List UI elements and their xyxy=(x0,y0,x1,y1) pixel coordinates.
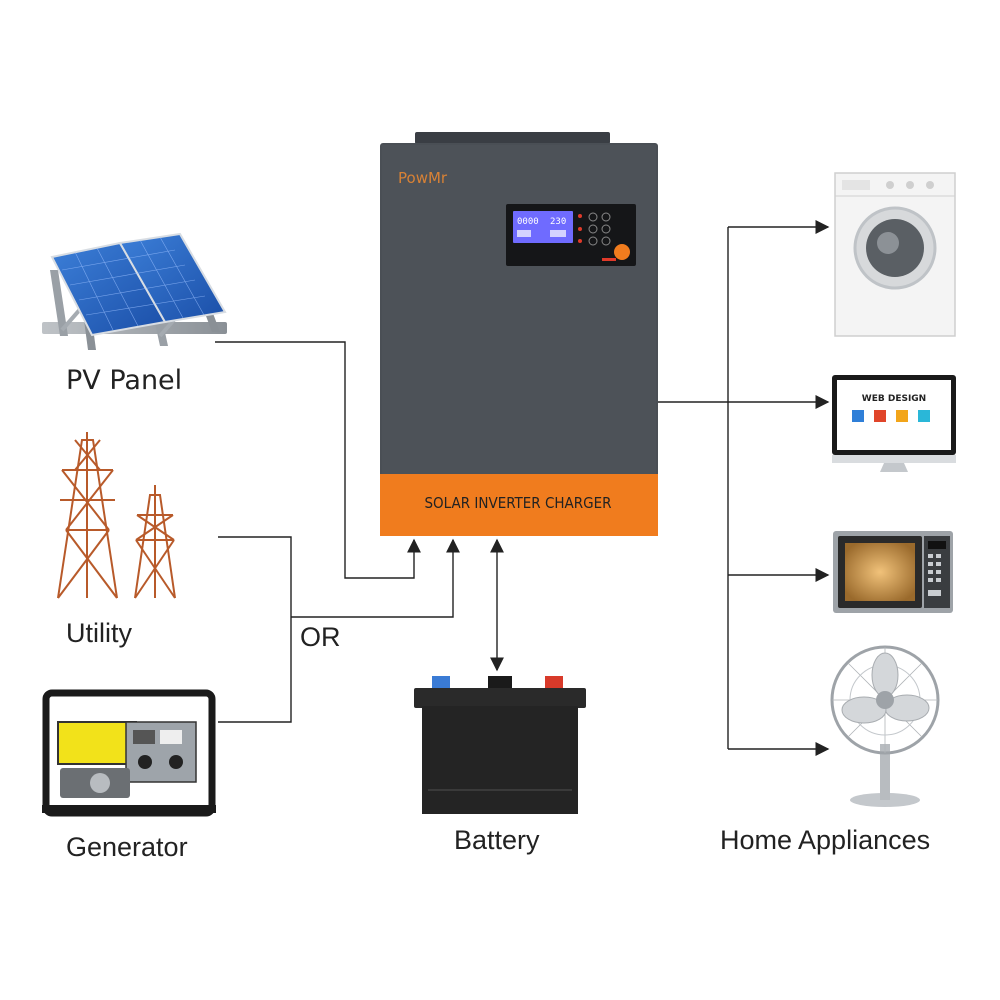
inverter: PowMr SOLAR INVERTER CHARGER 0000 230 xyxy=(380,132,658,536)
microwave-icon xyxy=(833,531,953,613)
lcd-readout-right: 230 xyxy=(550,217,566,227)
status-led-3 xyxy=(578,239,582,243)
panel-button-2[interactable] xyxy=(588,224,598,234)
control-panel: 0000 230 xyxy=(506,204,636,266)
home-appliances-label: Home Appliances xyxy=(720,825,930,855)
monitor-icon: WEB DESIGN xyxy=(832,375,956,472)
status-led-2 xyxy=(578,227,582,231)
or-label: OR xyxy=(300,622,341,652)
battery-icon xyxy=(414,676,586,814)
panel-button-3[interactable] xyxy=(588,236,598,246)
utility-label: Utility xyxy=(66,618,132,648)
pv-panel-icon xyxy=(42,232,227,350)
monitor-screen-title: WEB DESIGN xyxy=(862,394,926,404)
lcd-screen xyxy=(513,211,573,243)
generator-label: Generator xyxy=(66,832,188,862)
fan-icon xyxy=(830,645,940,807)
pv-line xyxy=(215,341,421,579)
generator-icon xyxy=(42,689,216,817)
washing-machine-icon xyxy=(834,172,956,337)
panel-button-1[interactable] xyxy=(588,212,598,222)
utility-tower-icon xyxy=(57,432,176,599)
panel-button-4[interactable] xyxy=(601,212,611,222)
power-button[interactable] xyxy=(614,244,630,260)
status-led-1 xyxy=(578,214,582,218)
battery-label: Battery xyxy=(454,825,540,855)
connection-lines xyxy=(215,220,830,756)
utility-line xyxy=(218,536,292,723)
inverter-brand: PowMr xyxy=(398,169,448,187)
panel-button-6[interactable] xyxy=(601,236,611,246)
inverter-label: SOLAR INVERTER CHARGER xyxy=(424,494,611,512)
lcd-readout-left: 0000 xyxy=(517,217,539,227)
or-line xyxy=(291,538,460,618)
panel-button-5[interactable] xyxy=(601,224,611,234)
pv-panel-label: PV Panel xyxy=(66,365,182,396)
